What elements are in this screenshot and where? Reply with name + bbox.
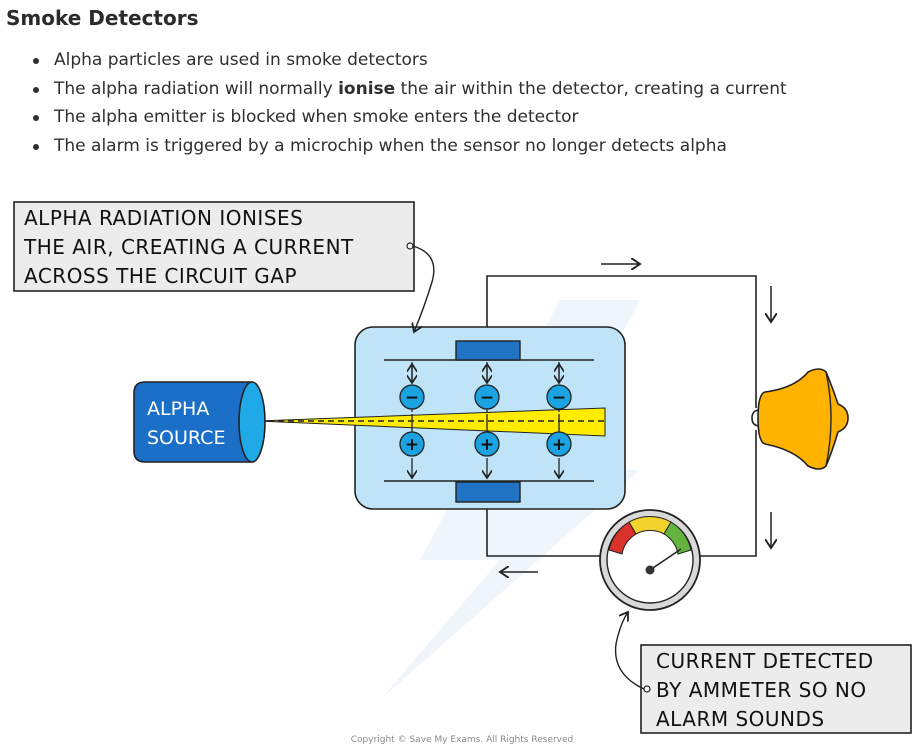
svg-text:ACROSS THE CIRCUIT GAP: ACROSS THE CIRCUIT GAP — [24, 264, 297, 288]
svg-text:SOURCE: SOURCE — [147, 427, 225, 449]
svg-text:THE AIR, CREATING A CURRENT: THE AIR, CREATING A CURRENT — [23, 235, 354, 259]
callout-bottom: CURRENT DETECTED BY AMMETER SO NO ALARM … — [614, 612, 912, 734]
svg-text:−: − — [480, 388, 494, 408]
alpha-beam — [257, 407, 606, 437]
alpha-source: ALPHA SOURCE — [133, 381, 266, 463]
circuit-wire — [486, 275, 757, 557]
svg-text:−: − — [405, 388, 419, 408]
svg-text:+: + — [480, 435, 494, 455]
bullet-item: The alpha radiation will normally ionise… — [28, 75, 787, 104]
svg-text:CURRENT DETECTED: CURRENT DETECTED — [656, 649, 874, 673]
svg-text:ALPHA RADIATION IONISES: ALPHA RADIATION IONISES — [24, 206, 303, 230]
negative-ion: − — [474, 384, 500, 410]
ion-down-arrows — [411, 414, 560, 432]
positive-ion: + — [474, 431, 500, 457]
bullet-list: Alpha particles are used in smoke detect… — [28, 46, 787, 160]
ion-up-arrows — [412, 364, 559, 383]
svg-text:+: + — [405, 435, 419, 455]
bullet-item: The alarm is triggered by a microchip wh… — [28, 132, 787, 161]
svg-text:BY AMMETER SO NO: BY AMMETER SO NO — [656, 678, 867, 702]
bullet-item: Alpha particles are used in smoke detect… — [28, 46, 787, 75]
copyright-notice: Copyright © Save My Exams. All Rights Re… — [351, 735, 573, 745]
page-title: Smoke Detectors — [6, 6, 199, 30]
current-arrow — [500, 264, 771, 572]
negative-ion: − — [546, 384, 572, 410]
svg-text:−: − — [552, 388, 566, 408]
electrode-plate-bottom — [455, 481, 521, 503]
svg-text:+: + — [552, 435, 566, 455]
bullet-item: The alpha emitter is blocked when smoke … — [28, 103, 787, 132]
svg-text:ALARM SOUNDS: ALARM SOUNDS — [656, 707, 825, 731]
ammeter-icon — [599, 509, 701, 611]
negative-ion: − — [399, 384, 425, 410]
positive-ion: + — [399, 431, 425, 457]
callout-top: ALPHA RADIATION IONISES THE AIR, CREATIN… — [13, 201, 435, 332]
electrode-plate-top — [455, 340, 521, 361]
svg-text:ALPHA: ALPHA — [147, 398, 209, 420]
positive-ion: + — [546, 431, 572, 457]
bell-icon — [751, 368, 849, 470]
